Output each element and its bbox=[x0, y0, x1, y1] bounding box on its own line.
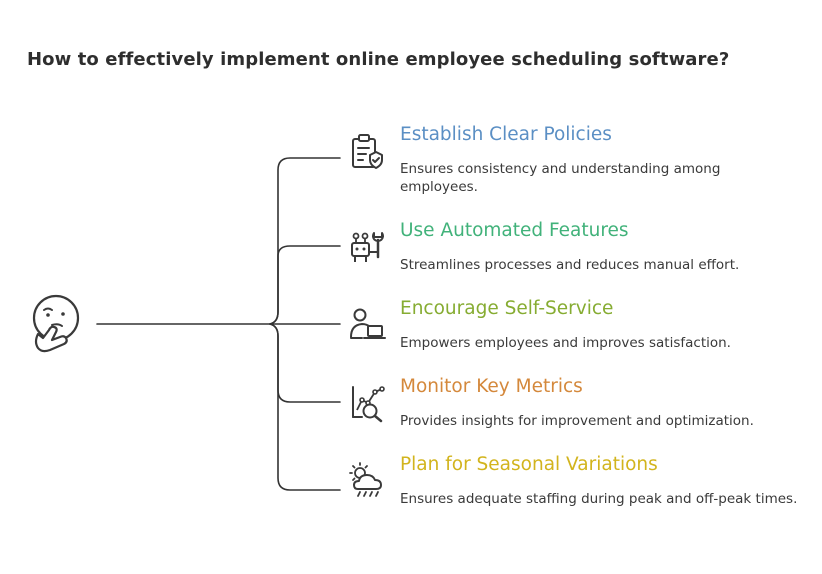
connector-branch-2 bbox=[269, 245, 341, 325]
sun-rain-icon bbox=[349, 462, 382, 497]
branch-description: Ensures adequate staffing during peak an… bbox=[400, 491, 798, 507]
branch-description: Provides insights for improvement and op… bbox=[400, 413, 754, 429]
branch-title: Use Automated Features bbox=[400, 220, 629, 241]
chart-magnifier-icon bbox=[352, 386, 385, 423]
robot-wrench-icon bbox=[351, 232, 384, 262]
person-laptop-icon bbox=[350, 308, 386, 339]
connector-branch-4 bbox=[269, 323, 341, 403]
branch-description: Ensures consistency and understanding am… bbox=[400, 161, 721, 195]
branch-title: Encourage Self-Service bbox=[400, 298, 614, 319]
page-title: How to effectively implement online empl… bbox=[27, 49, 730, 70]
branch-description: Streamlines processes and reduces manual… bbox=[400, 257, 740, 273]
connector-branch-1 bbox=[269, 157, 341, 325]
clipboard-check-icon bbox=[352, 134, 383, 169]
thinking-face-icon bbox=[32, 294, 80, 353]
connector-branch-5 bbox=[269, 323, 341, 491]
branch-description: Empowers employees and improves satisfac… bbox=[400, 335, 731, 351]
branch-title: Plan for Seasonal Variations bbox=[400, 454, 658, 475]
branch-title: Establish Clear Policies bbox=[400, 124, 612, 145]
branch-title: Monitor Key Metrics bbox=[400, 376, 583, 397]
